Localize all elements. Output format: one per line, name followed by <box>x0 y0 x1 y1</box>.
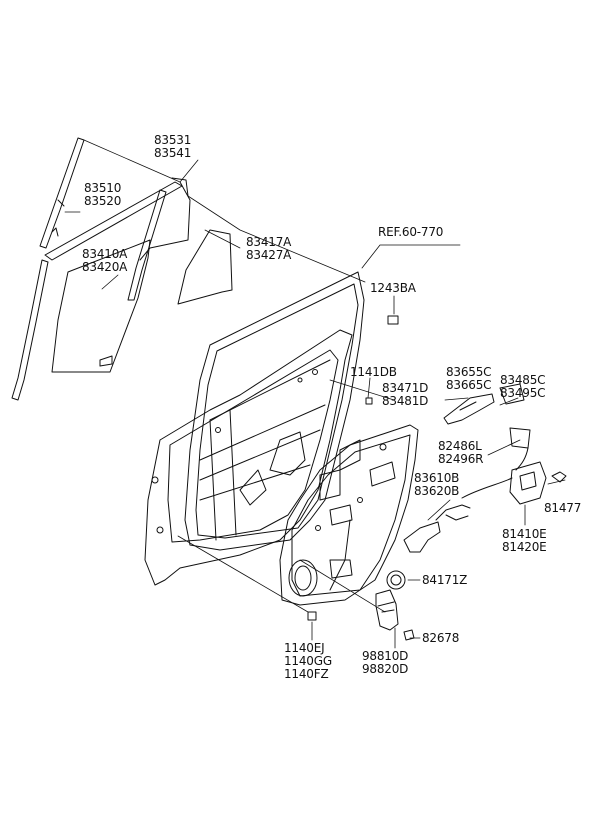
part-number: 83420A <box>82 260 128 274</box>
part-number: 83531 <box>154 133 192 147</box>
door-glass <box>51 239 151 373</box>
speaker-grommet <box>386 570 406 590</box>
part-number: 83510 <box>84 181 122 195</box>
door-sash-channel <box>11 137 191 401</box>
part-number: 83417A <box>246 235 292 249</box>
window-motor <box>375 589 399 631</box>
part-number: 98810D <box>362 649 409 663</box>
callout-83471d: 83471D 83481D <box>382 382 428 408</box>
window-regulator-panel <box>279 424 419 606</box>
part-number: 83485C <box>500 373 546 387</box>
part-number: 98820D <box>362 662 409 676</box>
part-number: 1140GG <box>284 654 332 668</box>
part-number: 81410E <box>502 527 547 541</box>
callout-83655c: 83655C 83665C <box>446 365 492 392</box>
callout-83610b: 83610B 83620B <box>414 472 459 498</box>
part-number: 83655C <box>446 365 492 379</box>
part-number: 1140FZ <box>284 667 329 681</box>
part-number: 1243BA <box>370 281 416 295</box>
callout-82678: 82678 <box>422 632 459 645</box>
part-number: 81477 <box>544 501 582 515</box>
part-number: 81420E <box>502 540 547 554</box>
reference-text: REF.60-770 <box>378 225 444 239</box>
quarter-glass <box>177 229 233 305</box>
part-number: 83427A <box>246 248 292 262</box>
part-number: 82678 <box>422 631 460 645</box>
callout-83410a: 83410A 83420A <box>82 248 127 274</box>
door-weatherstrip <box>184 271 365 551</box>
part-number: 83541 <box>154 146 192 160</box>
callout-1140ej: 1140EJ 1140GG 1140FZ <box>284 642 332 681</box>
door-latch <box>461 383 567 505</box>
callout-1243ba: 1243BA <box>370 282 416 295</box>
part-number: 83665C <box>446 378 492 392</box>
callout-81477: 81477 <box>544 502 581 515</box>
part-number: 1141DB <box>350 365 397 379</box>
part-number: 83610B <box>414 471 460 485</box>
part-number: 83481D <box>382 394 429 408</box>
callout-82486l: 82486L 82496R <box>438 439 484 466</box>
callout-83531: 83531 83541 <box>154 134 191 160</box>
part-number: 83620B <box>414 484 460 498</box>
part-number: 82486L <box>438 439 482 453</box>
part-number: 83520 <box>84 194 122 208</box>
leader-lines <box>64 139 566 649</box>
part-number: 84171Z <box>422 573 468 587</box>
fasteners <box>307 315 415 641</box>
callout-83485c: 83485C 83495C <box>500 373 546 400</box>
callout-83417a: 83417A 83427A <box>246 236 291 262</box>
ref-label: REF.60-770 <box>378 226 443 239</box>
inside-handle <box>443 393 495 425</box>
callout-81410e: 81410E 81420E <box>502 528 547 554</box>
door-shell <box>144 329 353 586</box>
callout-83510: 83510 83520 <box>84 182 121 208</box>
outside-handle <box>403 504 471 553</box>
callout-1141db: 1141DB <box>350 366 397 379</box>
part-number: 83495C <box>500 386 546 400</box>
callout-98810d: 98810D 98820D <box>362 650 408 676</box>
callout-84171z: 84171Z <box>422 574 467 587</box>
part-number: 1140EJ <box>284 641 325 655</box>
part-number: 83471D <box>382 381 429 395</box>
part-number: 82496R <box>438 452 484 466</box>
part-number: 83410A <box>82 247 128 261</box>
